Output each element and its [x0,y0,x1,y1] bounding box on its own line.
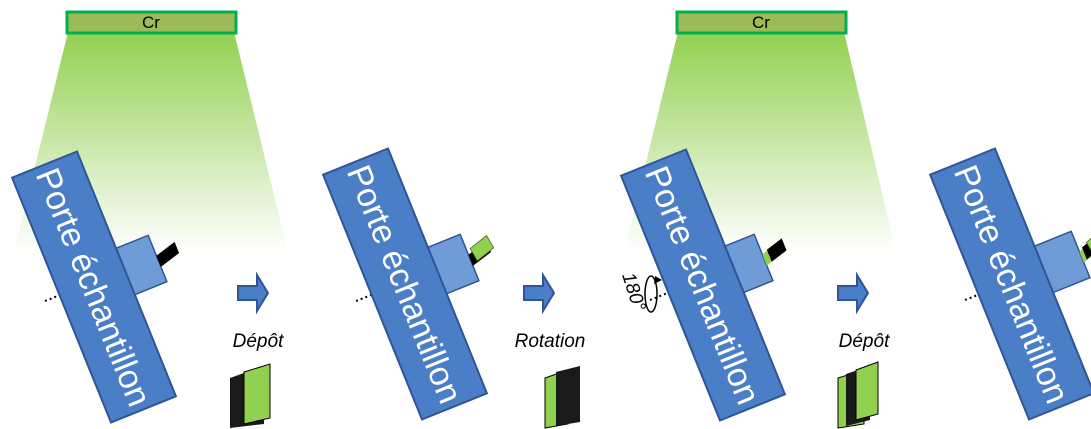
sample-substrate [766,238,787,262]
stage-2: Porte échantillon [321,147,495,421]
step-label: Dépôt [839,331,890,352]
chromium-source [65,10,238,35]
process-arrow [237,271,270,315]
stage-1: Cr Porte échantillon [10,10,288,424]
double-coated-sample-icon [837,361,879,429]
step-label: Dépôt [233,331,284,352]
source-label: Cr [752,13,770,32]
step-label: Rotation [515,331,586,352]
rotation-angle-label: 180° [617,270,649,314]
rotated-sample-icon [544,366,580,429]
sample-coating [469,234,495,262]
source-label: Cr [142,13,160,32]
stage-4: Porte échantillon [928,147,1091,421]
coated-sample-icon [230,363,271,428]
process-arrow [837,271,870,315]
sample-substrate [156,241,180,267]
sample-substrate [1082,239,1091,260]
process-arrow [523,271,556,315]
rotation-indicator-icon [644,275,662,313]
stage-3: Cr 180° Porte échantillon [617,10,896,422]
chromium-source [675,10,848,35]
